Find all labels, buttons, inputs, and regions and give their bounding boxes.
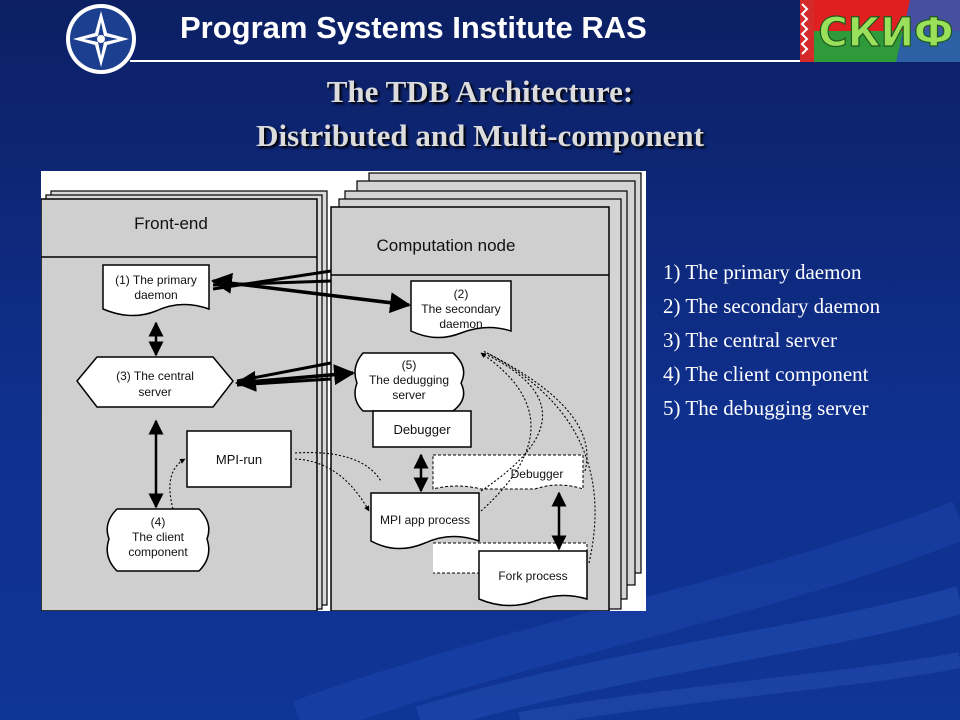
institute-logo: [66, 4, 136, 74]
diagram-svg: Front-end Computation node (1) The prima…: [41, 172, 642, 611]
primary-daemon-node: (1) The primary daemon: [102, 264, 210, 317]
slide-title-line1: The TDB Architecture:: [326, 74, 634, 109]
mpi-run-label: MPI-run: [216, 452, 262, 467]
secondary-daemon-node: (2) The secondary daemon: [410, 280, 512, 339]
central-server-line1: (3) The central: [116, 369, 194, 383]
mpi-app-process-label: MPI app process: [380, 513, 470, 527]
legend-item: 5) The debugging server: [663, 396, 869, 420]
mpi-run-node: MPI-run: [186, 430, 292, 488]
fork-process-label: Fork process: [498, 569, 567, 583]
debugger-1-label: Debugger: [393, 422, 451, 437]
connectors-solid: [148, 269, 567, 551]
secondary-daemon-line1: (2): [454, 287, 469, 301]
header-divider: [130, 60, 800, 62]
client-component-node: (4) The client component: [106, 508, 210, 572]
computation-node-label: Computation node: [377, 236, 516, 255]
fork-process-node: Fork process: [478, 550, 588, 607]
debugging-server-node: (5) The dedugging server: [354, 352, 465, 412]
debugging-server-line1: (5): [402, 358, 417, 372]
debugger-2-label: Debugger: [511, 467, 564, 481]
legend-item: 3) The central server: [663, 328, 837, 352]
debugger-node-2: Debugger: [432, 454, 584, 490]
secondary-daemon-line2: The secondary: [421, 302, 500, 316]
connectors-dotted: [169, 350, 596, 564]
skif-logo-text: СКИФ: [818, 10, 953, 56]
architecture-diagram: Front-end Computation node (1) The prima…: [41, 171, 646, 611]
client-component-line1: (4): [151, 515, 166, 529]
primary-daemon-line2: daemon: [134, 288, 177, 302]
legend-item: 4) The client component: [663, 362, 869, 386]
central-server-line2: server: [138, 385, 171, 399]
mpi-app-process-node: MPI app process: [370, 492, 480, 550]
secondary-daemon-line3: daemon: [439, 317, 482, 331]
institute-name: Program Systems Institute RAS: [180, 10, 647, 45]
skif-logo: СКИФ: [800, 0, 960, 62]
slide-title: The TDB Architecture: Distributed and Mu…: [0, 70, 960, 158]
legend-item: 2) The secondary daemon: [663, 294, 881, 318]
slide-title-line2: Distributed and Multi-component: [256, 118, 704, 153]
central-server-node: (3) The central server: [76, 356, 234, 408]
debugging-server-line3: server: [392, 388, 425, 402]
component-legend: 1) The primary daemon 2) The secondary d…: [663, 260, 953, 430]
legend-item: 1) The primary daemon: [663, 260, 862, 284]
debugger-node-1: Debugger: [372, 410, 472, 448]
debugging-server-line2: The dedugging: [369, 373, 449, 387]
primary-daemon-line1: (1) The primary: [115, 273, 197, 287]
frontend-label: Front-end: [134, 214, 208, 233]
client-component-line2: The client: [132, 530, 185, 544]
client-component-line3: component: [128, 545, 188, 559]
